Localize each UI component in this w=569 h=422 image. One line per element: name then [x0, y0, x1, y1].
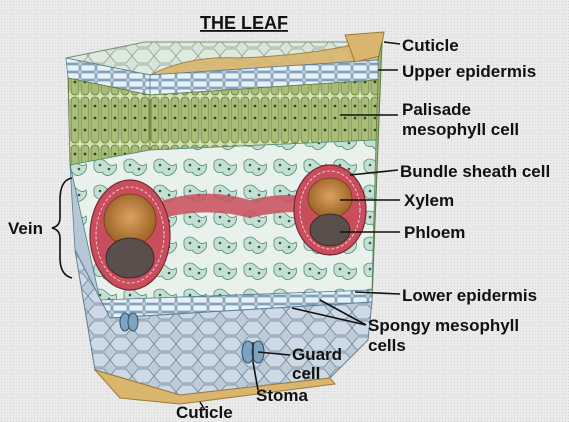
- label-palisade-line1: Palisade: [402, 100, 471, 119]
- right-phloem: [310, 214, 350, 246]
- label-cuticle-top: Cuticle: [402, 36, 459, 55]
- left-vascular-bundle: [90, 180, 170, 290]
- label-vein: Vein: [8, 219, 43, 238]
- left-phloem: [106, 238, 154, 278]
- right-xylem: [308, 178, 352, 218]
- right-vascular-bundle: [294, 165, 366, 255]
- label-stoma: Stoma: [256, 386, 309, 405]
- label-phloem: Phloem: [404, 223, 465, 242]
- label-spongy-line2: cells: [368, 336, 406, 355]
- label-palisade-line2: mesophyll cell: [402, 120, 519, 139]
- label-lower-epidermis: Lower epidermis: [402, 286, 537, 305]
- label-guard-line2: cell: [292, 364, 320, 383]
- diagram-title: THE LEAF: [200, 13, 288, 33]
- label-bundle-sheath: Bundle sheath cell: [400, 162, 550, 181]
- label-spongy-line1: Spongy mesophyll: [368, 316, 519, 335]
- label-upper-epidermis: Upper epidermis: [402, 62, 536, 81]
- label-cuticle-bottom: Cuticle: [176, 403, 233, 422]
- label-guard-line1: Guard: [292, 345, 342, 364]
- label-xylem: Xylem: [404, 191, 454, 210]
- stoma-guard-cells-2: [120, 313, 138, 331]
